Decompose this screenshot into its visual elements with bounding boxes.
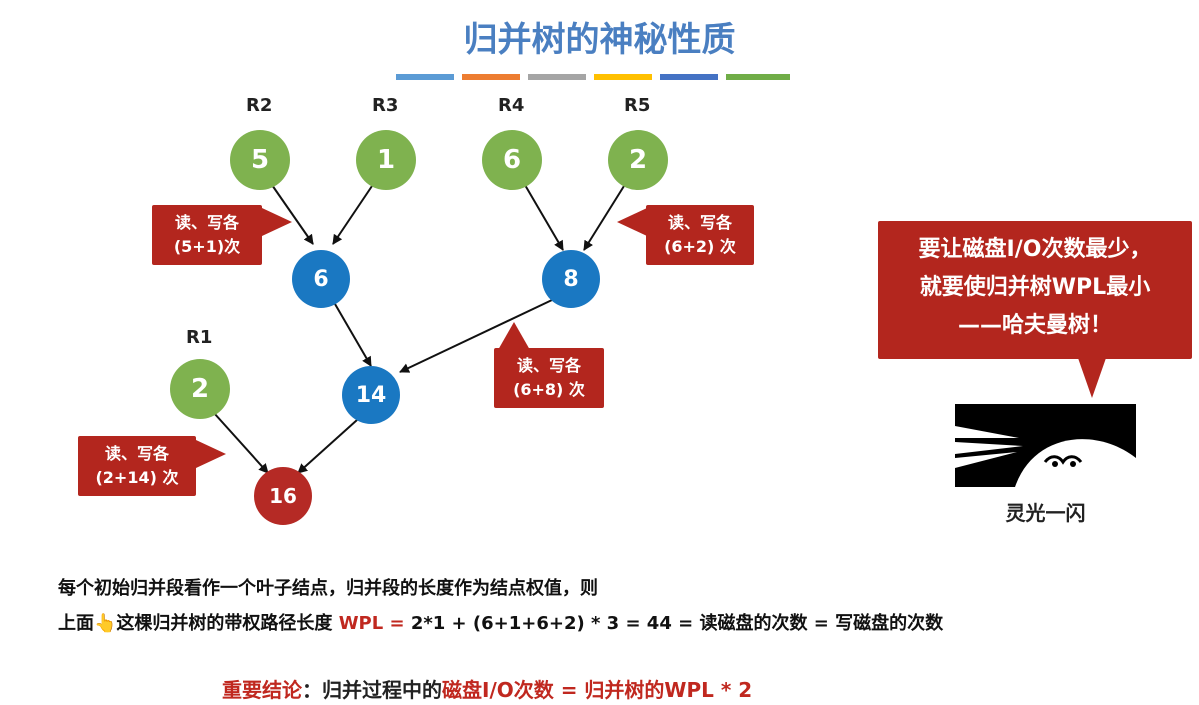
color-bar-segment-1 [396,74,454,80]
color-bar-segment-5 [660,74,718,80]
root-node-16: 16 [254,467,312,525]
edge-r5-to-8 [583,185,625,251]
explanation-text: 上面👆这棵归并树的带权路径长度 [58,613,339,634]
callout-read-write-6-2: 读、写各 (6+2) 次 [646,205,754,265]
conclusion: 重要结论：归并过程中的磁盘I/O次数 = 归并树的WPL * 2 [222,674,752,703]
insight-line-2: 就要使归并树WPL最小 [919,275,1151,300]
edge-6-to-14 [334,303,372,367]
conclusion-label: 重要结论 [222,678,302,702]
insight-callout-pointer [1078,358,1106,398]
run-label-r5: R5 [624,95,651,116]
callout-line: (6+8) 次 [513,380,585,399]
leaf-node-r5: 2 [608,130,668,190]
page-title: 归并树的神秘性质 [463,20,736,60]
leaf-node-r1: 2 [170,359,230,419]
callout-line: (5+1)次 [173,237,241,256]
lightbulb-moment-icon [955,426,1136,487]
inspiration-image [955,404,1136,487]
leaf-node-r3: 1 [356,130,416,190]
callout-read-write-2-14: 读、写各 (2+14) 次 [78,436,196,496]
color-bar-segment-3 [528,74,586,80]
leaf-node-r4: 6 [482,130,542,190]
callout-pointer [196,440,226,468]
run-label-r1: R1 [186,327,213,348]
internal-node-14: 14 [342,366,400,424]
explanation-line-1: 每个初始归并段看作一个叶子结点，归并段的长度作为结点权值，则 [58,578,598,599]
internal-node-8: 8 [542,250,600,308]
wpl-label: WPL = [338,613,411,634]
edge-14-to-16 [297,419,358,474]
callout-read-write-6-8: 读、写各 (6+8) 次 [494,348,604,408]
callout-pointer [262,208,292,236]
edge-r1-to-16 [213,412,269,474]
edge-r2-to-6 [271,184,314,245]
explanation-line-2: 上面👆这棵归并树的带权路径长度 WPL = 2*1 + (6+1+6+2) * … [58,609,943,635]
callout-line: (6+2) 次 [664,237,736,256]
edge-r3-to-6 [332,185,373,245]
insight-callout: 要让磁盘I/O次数最少， 就要使归并树WPL最小 ——哈夫曼树！ [878,221,1192,359]
callout-line: 读、写各 [174,213,239,232]
callout-pointer [498,322,530,350]
callout-line: (2+14) 次 [95,468,179,487]
color-bar-segment-2 [462,74,520,80]
callout-line: 读、写各 [104,444,169,463]
run-label-r4: R4 [498,95,525,116]
run-label-r3: R3 [372,95,399,116]
inspiration-caption: 灵光一闪 [1005,501,1086,525]
conclusion-highlight: 磁盘I/O次数 = 归并树的WPL * 2 [442,678,753,702]
internal-node-6: 6 [292,250,350,308]
edge-r4-to-8 [524,184,564,251]
color-bar-segment-6 [726,74,790,80]
color-bar-segment-4 [594,74,652,80]
edge-8-to-14 [399,299,553,373]
run-label-r2: R2 [246,95,273,116]
callout-read-write-5-1: 读、写各 (5+1)次 [152,205,262,265]
conclusion-text: ：归并过程中的 [302,678,442,702]
wpl-formula: 2*1 + (6+1+6+2) * 3 = 44 = 读磁盘的次数 = 写磁盘的… [410,613,944,634]
callout-line: 读、写各 [516,356,581,375]
insight-line-3: ——哈夫曼树！ [957,313,1112,338]
callout-pointer [617,208,647,236]
insight-line-1: 要让磁盘I/O次数最少， [918,237,1152,262]
leaf-node-r2: 5 [230,130,290,190]
callout-line: 读、写各 [667,213,732,232]
